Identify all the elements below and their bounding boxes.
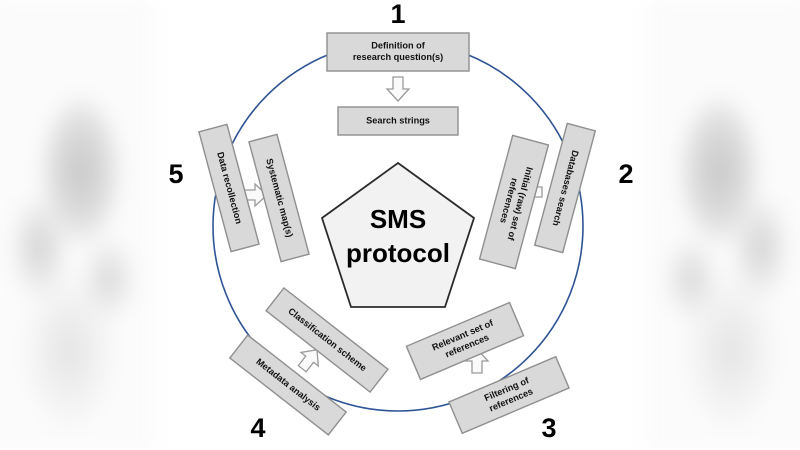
node-box-background	[337, 106, 459, 136]
node-box-search-strings[interactable]: Search strings	[337, 106, 459, 136]
block-arrow-shape	[385, 76, 411, 102]
step-number-1: 1	[390, 0, 405, 29]
block-arrow-shape	[297, 348, 320, 373]
node-box-background	[248, 133, 310, 263]
node-box-label: Definition of	[371, 41, 426, 51]
node-box-background	[448, 355, 570, 435]
pentagon-label-line2: protocol	[346, 238, 450, 268]
arrow-metadata-to-classification	[297, 348, 320, 373]
step-numbers-layer: 1 2 3 4 5	[168, 0, 633, 443]
node-box-background	[478, 134, 550, 270]
node-box-label: Search strings	[366, 115, 430, 125]
node-box-background	[326, 32, 470, 72]
node-box-background	[405, 301, 525, 381]
sms-protocol-pentagon	[320, 161, 476, 308]
arrow-questions-to-search-strings	[385, 76, 411, 102]
node-box-background	[228, 334, 348, 436]
step-number-3: 3	[541, 413, 556, 443]
node-box-label: research question(s)	[353, 52, 443, 62]
step-number-2: 2	[618, 159, 633, 189]
node-box-background	[533, 122, 597, 254]
step-number-5: 5	[168, 159, 183, 189]
node-box-background	[265, 286, 389, 394]
left-blur-panel	[0, 0, 155, 450]
pentagon-label-line1: SMS	[370, 204, 426, 234]
node-box-background	[198, 123, 260, 253]
node-box-databases-search[interactable]: Databases search	[533, 122, 597, 254]
step-number-4: 4	[250, 413, 265, 443]
node-box-label: Classification scheme	[286, 306, 368, 373]
